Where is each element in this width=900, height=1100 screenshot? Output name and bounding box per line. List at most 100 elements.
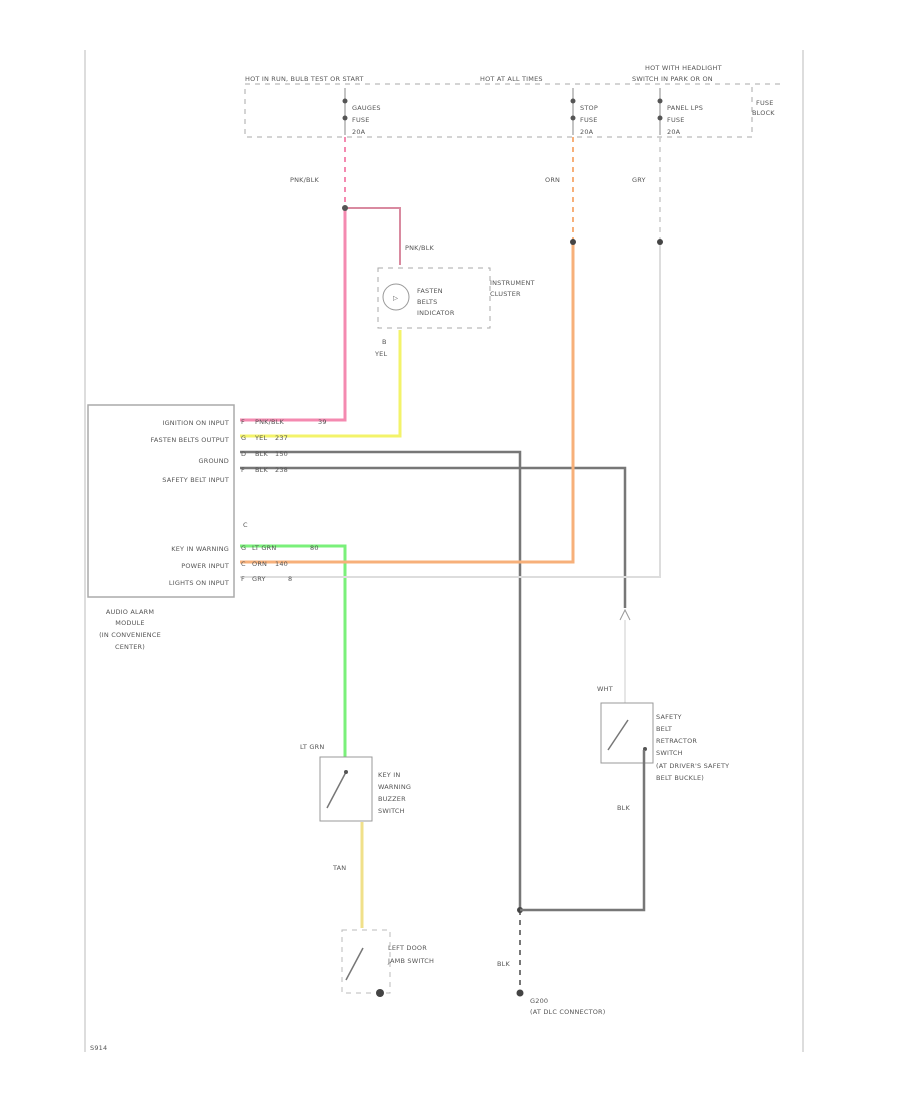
hot-headlight-label-1: HOT WITH HEADLIGHT xyxy=(645,64,722,72)
wire-yel xyxy=(240,330,402,438)
svg-text:FUSE: FUSE xyxy=(352,116,370,124)
svg-text:20A: 20A xyxy=(352,128,366,136)
svg-text:GROUND: GROUND xyxy=(199,457,230,465)
svg-text:20A: 20A xyxy=(580,128,594,136)
fuse-block xyxy=(244,83,753,138)
key-warning-switch-label: KEY IN WARNING BUZZER SWITCH xyxy=(378,771,411,815)
svg-text:SWITCH: SWITCH xyxy=(378,807,405,815)
svg-text:BELT: BELT xyxy=(656,725,672,733)
svg-text:D: D xyxy=(241,450,246,458)
bulb-label-3: INDICATOR xyxy=(417,309,455,317)
svg-text:(AT DRIVER'S SAFETY: (AT DRIVER'S SAFETY xyxy=(656,762,729,770)
ground-location: (AT DLC CONNECTOR) xyxy=(530,1008,606,1016)
door-switch-label-1: LEFT DOOR xyxy=(388,944,427,952)
svg-text:(IN CONVENIENCE: (IN CONVENIENCE xyxy=(99,631,161,639)
cluster-label-1: INSTRUMENT xyxy=(490,279,535,287)
svg-text:C: C xyxy=(241,560,246,568)
wire-label-pnk-blk-cluster: PNK/BLK xyxy=(405,244,435,252)
wire-label-blk-retractor: BLK xyxy=(617,804,630,812)
svg-text:BUZZER: BUZZER xyxy=(378,795,406,803)
svg-text:YEL: YEL xyxy=(254,434,267,442)
wire-lt-grn xyxy=(240,544,347,757)
door-switch-label-2: JAMB SWITCH xyxy=(387,957,434,965)
svg-text:CENTER): CENTER) xyxy=(115,643,145,651)
svg-text:SAFETY BELT INPUT: SAFETY BELT INPUT xyxy=(162,476,229,484)
hot-run-label: HOT IN RUN, BULB TEST OR START xyxy=(245,75,364,83)
wire-label-wht: WHT xyxy=(597,685,613,693)
svg-text:G: G xyxy=(241,544,246,552)
wire-label-pnk-blk: PNK/BLK xyxy=(290,176,320,184)
cluster-label-2: CLUSTER xyxy=(490,290,521,298)
svg-text:BLK: BLK xyxy=(255,466,268,474)
ground-id: G200 xyxy=(530,997,548,1005)
yel-pin-label: B xyxy=(382,338,387,346)
svg-text:F: F xyxy=(241,418,245,426)
svg-text:F: F xyxy=(241,466,245,474)
svg-text:20A: 20A xyxy=(667,128,681,136)
svg-text:FUSE: FUSE xyxy=(667,116,685,124)
svg-text:150: 150 xyxy=(275,450,288,458)
svg-text:39: 39 xyxy=(318,418,327,426)
fuse-gauges: GAUGES FUSE 20A xyxy=(342,88,381,136)
svg-text:MODULE: MODULE xyxy=(115,619,144,627)
svg-text:KEY IN: KEY IN xyxy=(378,771,400,779)
svg-text:ORN: ORN xyxy=(252,560,267,568)
ground-icon xyxy=(516,989,524,997)
bulb-glyph: ▷ xyxy=(393,294,398,302)
svg-text:SWITCH: SWITCH xyxy=(656,749,683,757)
wire-blk-retractor xyxy=(520,750,646,912)
svg-text:8: 8 xyxy=(288,575,292,583)
wire-gry-8 xyxy=(240,242,661,578)
fuse-block-label-2: BLOCK xyxy=(752,109,775,117)
door-jamb-switch xyxy=(341,929,391,994)
svg-text:POWER INPUT: POWER INPUT xyxy=(181,562,229,570)
svg-text:140: 140 xyxy=(275,560,288,568)
svg-text:238: 238 xyxy=(275,466,288,474)
svg-text:STOP: STOP xyxy=(580,104,598,112)
module-pin-labels: IGNITION ON INPUT FASTEN BELTS OUTPUT GR… xyxy=(151,419,229,587)
svg-text:SAFETY: SAFETY xyxy=(656,713,682,721)
instrument-cluster xyxy=(377,267,491,329)
fuse-panel-lps: PANEL LPS FUSE 20A xyxy=(657,88,703,136)
splice-dot xyxy=(570,239,576,245)
wire-label-lt-grn: LT GRN xyxy=(300,743,324,751)
splice-dot xyxy=(342,205,348,211)
bulb-label-1: FASTEN xyxy=(417,287,443,295)
diagram-id: S914 xyxy=(90,1044,107,1052)
ground-icon xyxy=(376,989,384,997)
svg-text:LIGHTS ON INPUT: LIGHTS ON INPUT xyxy=(169,579,229,587)
bulb-icon xyxy=(382,283,410,311)
switch-contact-icon xyxy=(607,719,629,751)
hot-all-label: HOT AT ALL TIMES xyxy=(480,75,543,83)
svg-text:AUDIO ALARM: AUDIO ALARM xyxy=(106,608,154,616)
retractor-switch xyxy=(600,702,654,764)
svg-text:FUSE: FUSE xyxy=(580,116,598,124)
svg-text:PNK/BLK: PNK/BLK xyxy=(255,418,285,426)
wire-label-orn: ORN xyxy=(545,176,560,184)
wire-pnk-blk xyxy=(240,137,401,422)
svg-text:F: F xyxy=(241,575,245,583)
wire-blk-238 xyxy=(240,466,627,608)
switch-contact-icon xyxy=(326,771,347,809)
wire-blk-150 xyxy=(240,450,522,910)
svg-text:GRY: GRY xyxy=(252,575,266,583)
svg-text:BELT BUCKLE): BELT BUCKLE) xyxy=(656,774,704,782)
svg-text:237: 237 xyxy=(275,434,288,442)
svg-text:PANEL LPS: PANEL LPS xyxy=(667,104,703,112)
fuse-stop: STOP FUSE 20A xyxy=(570,88,598,136)
wire-label-yel: YEL xyxy=(374,350,387,358)
module-name: AUDIO ALARM MODULE (IN CONVENIENCE CENTE… xyxy=(99,608,161,651)
wire-label-gry: GRY xyxy=(632,176,646,184)
svg-text:GAUGES: GAUGES xyxy=(352,104,381,112)
svg-text:IGNITION ON INPUT: IGNITION ON INPUT xyxy=(162,419,229,427)
svg-text:G: G xyxy=(241,434,246,442)
key-warning-switch xyxy=(319,756,373,822)
connector-icon xyxy=(619,608,631,621)
svg-text:FASTEN BELTS OUTPUT: FASTEN BELTS OUTPUT xyxy=(151,436,229,444)
hot-headlight-label-2: SWITCH IN PARK OR ON xyxy=(632,75,713,83)
svg-text:WARNING: WARNING xyxy=(378,783,411,791)
svg-text:80: 80 xyxy=(310,544,319,552)
